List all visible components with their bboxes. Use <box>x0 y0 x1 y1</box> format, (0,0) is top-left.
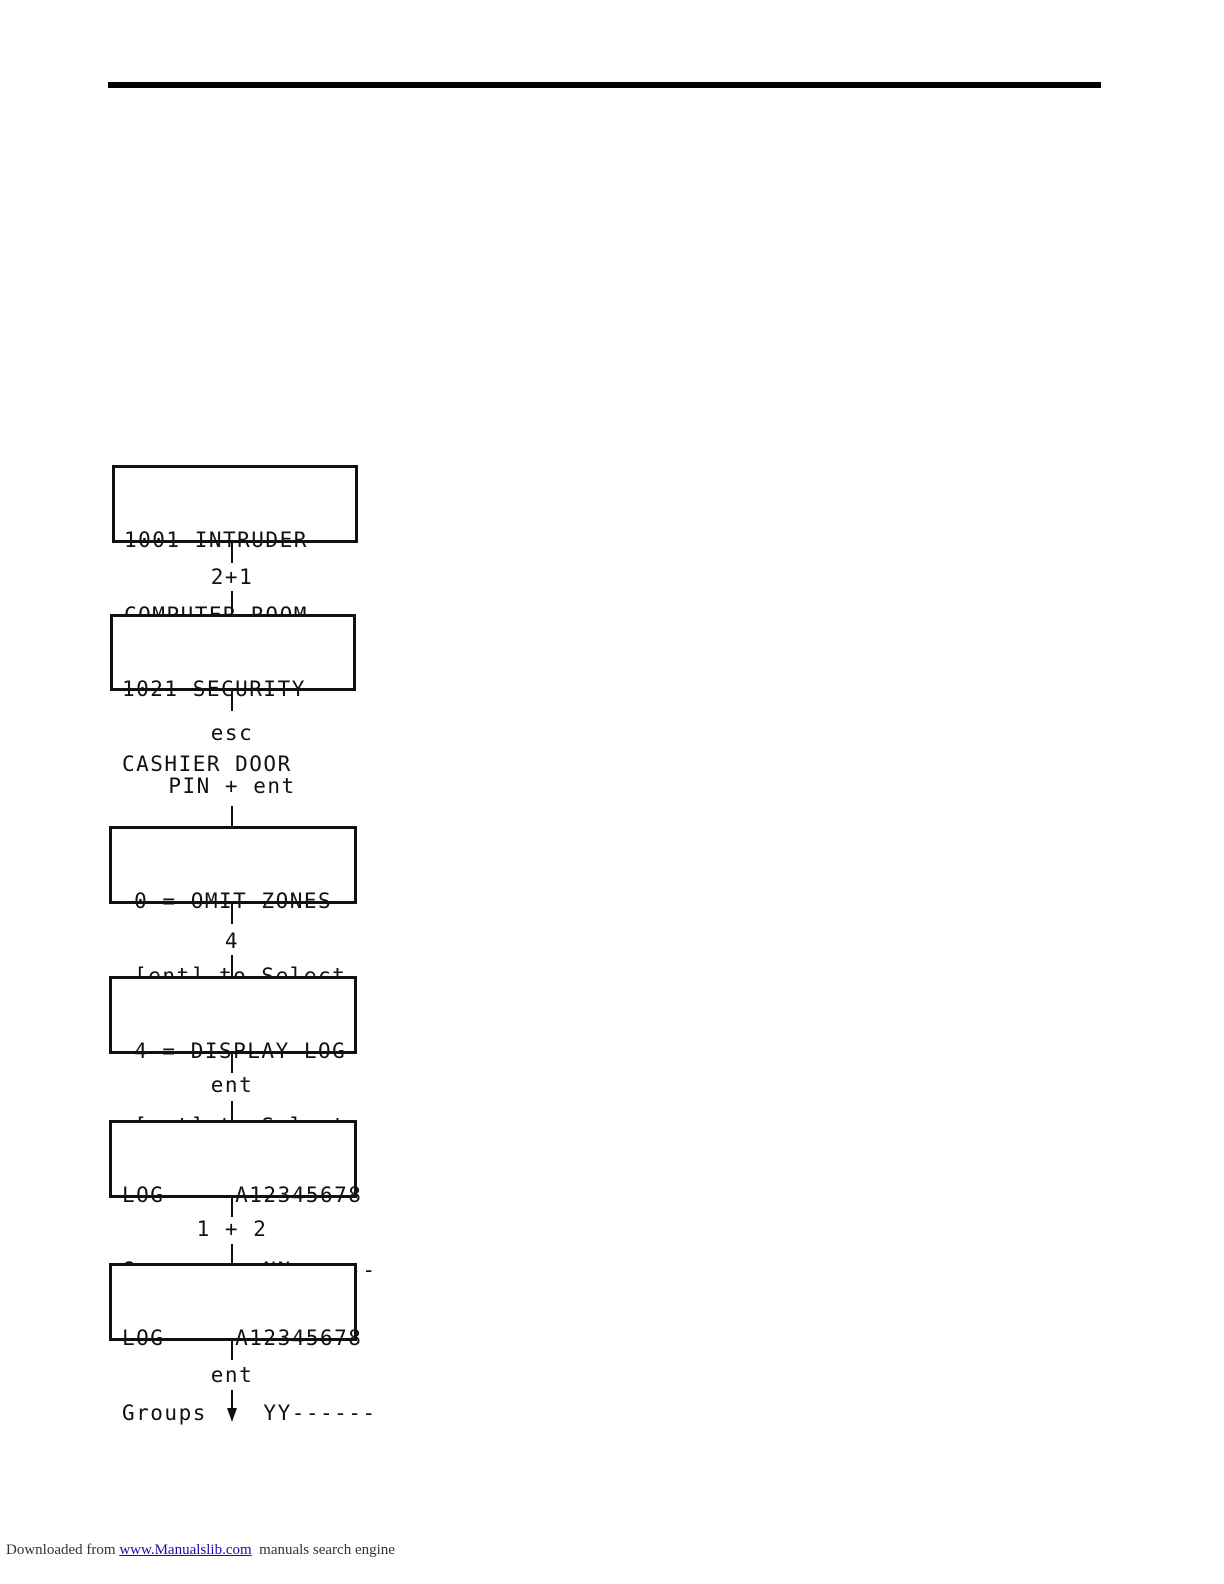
connector-line <box>231 806 233 826</box>
lcd-line-1: LOG A12345678 <box>122 1183 363 1207</box>
connector-line <box>231 1101 233 1120</box>
lcd-line-2: CASHIER DOOR <box>122 752 292 776</box>
key-label-ent-final: ent <box>210 1363 254 1387</box>
top-rule <box>108 82 1101 88</box>
lcd-screen-log-groups-yy: LOG A12345678 Groups YY------ <box>109 1263 375 1425</box>
lcd-line-1: 4 = DISPLAY LOG <box>120 1039 347 1063</box>
lcd-line-1: 0 = OMIT ZONES <box>120 889 333 913</box>
lcd-line-1: 1021 SECURITY <box>122 677 306 701</box>
connector-line <box>231 1054 233 1073</box>
lcd-screen-security: 1021 SECURITY CASHIER DOOR <box>110 614 356 776</box>
connector-line <box>231 1198 233 1217</box>
key-label-esc: esc <box>210 721 254 745</box>
key-label-ent: ent <box>210 1073 254 1097</box>
footer-suffix: manuals search engine <box>251 1542 395 1558</box>
connector-line <box>231 1244 233 1263</box>
key-label-1-plus-2: 1 + 2 <box>196 1217 268 1241</box>
connector-line <box>231 904 233 924</box>
lcd-line-1: 1001 INTRUDER <box>124 528 308 552</box>
key-label-4: 4 <box>224 929 240 953</box>
connector-line <box>231 591 233 613</box>
connector-line <box>231 955 233 976</box>
key-label-2-plus-1: 2+1 <box>210 565 254 589</box>
connector-line <box>231 1390 233 1410</box>
connector-line <box>231 691 233 711</box>
lcd-screen-log-groups-nn: LOG A12345678 Groups NN------ <box>109 1120 375 1282</box>
key-label-pin-ent: PIN + ent <box>168 774 296 798</box>
footer-prefix: Downloaded from <box>6 1542 120 1558</box>
lcd-screen-intruder: 1001 INTRUDER COMPUTER ROOM <box>112 465 358 627</box>
lcd-line-1: LOG A12345678 <box>122 1326 363 1350</box>
manualslib-link[interactable]: www.Manualslib.com <box>119 1542 252 1558</box>
lcd-screen-display-log: 4 = DISPLAY LOG [ent] to Select <box>109 976 357 1138</box>
footer: Downloaded from www.Manualslib.com manua… <box>6 1542 395 1559</box>
connector-line <box>231 543 233 563</box>
lcd-line-2: Groups YY------ <box>122 1401 377 1425</box>
lcd-screen-omit-zones: 0 = OMIT ZONES [ent] to Select <box>109 826 357 988</box>
connector-line <box>231 1341 233 1360</box>
arrow-down-icon <box>227 1408 237 1422</box>
